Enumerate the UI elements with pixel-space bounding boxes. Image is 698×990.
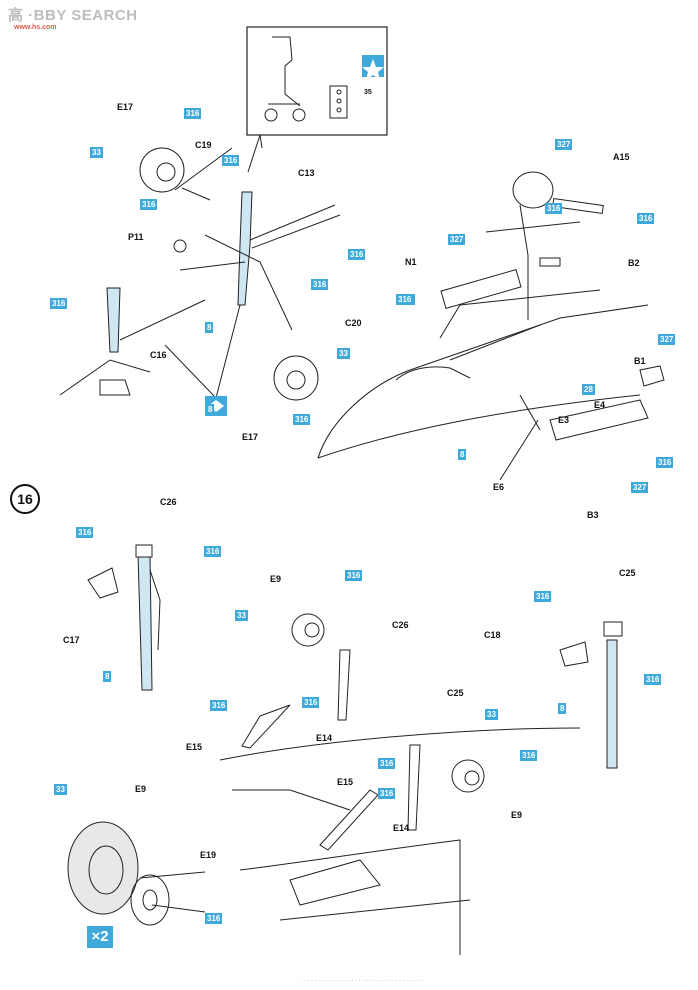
part-label: E15 [337, 777, 354, 787]
paint-code-badge: 8 [558, 703, 567, 714]
paint-code-badge: 316 [545, 203, 563, 214]
quantity-x2-badge: ×2 [87, 926, 113, 948]
paint-code-badge: 327 [631, 482, 649, 493]
part-label: C17 [63, 635, 80, 645]
part-label: B2 [628, 258, 640, 268]
part-label: C26 [392, 620, 409, 630]
watermark-url: www.hs.com [14, 24, 57, 31]
part-label: E15 [186, 742, 203, 752]
paint-code-badge: 316 [302, 697, 320, 708]
paint-code-badge: 316 [644, 674, 662, 685]
part-label: E9 [135, 784, 147, 794]
paint-code-badge: 316 [184, 108, 202, 119]
paint-code-badge: 33 [485, 709, 498, 720]
paint-code-badge: 316 [204, 546, 222, 557]
paint-code-badge: 316 [520, 750, 538, 761]
paint-code-badge: 316 [345, 570, 363, 581]
part-label: E14 [393, 823, 410, 833]
part-label: C26 [160, 497, 177, 507]
paint-code-badge: 316 [656, 457, 674, 468]
part-label: E9 [270, 574, 282, 584]
paint-code-badge: 8 [103, 671, 112, 682]
part-label: C13 [298, 168, 315, 178]
part-label: E6 [493, 482, 505, 492]
paint-code-badge: 316 [534, 591, 552, 602]
paint-code-badge: 28 [582, 384, 595, 395]
part-label: E17 [242, 432, 259, 442]
part-label: C25 [619, 568, 636, 578]
part-label: E17 [117, 102, 134, 112]
paint-code-badge: 316 [637, 213, 655, 224]
paint-code-badge: 316 [76, 527, 94, 538]
paint-code-badge: 316 [348, 249, 366, 260]
paint-code-badge: 8 [205, 322, 214, 333]
paint-code-badge: 33 [54, 784, 67, 795]
part-label: E14 [316, 733, 333, 743]
part-label: E19 [200, 850, 217, 860]
paint-code-badge: 316 [396, 294, 414, 305]
footer-text: · · · · · · · · · · · · · · · · · · · · … [300, 978, 423, 984]
part-label: A15 [613, 152, 630, 162]
paint-code-badge: 316 [140, 199, 158, 210]
paint-code-badge: 8 [206, 404, 215, 415]
paint-code-badge: 327 [555, 139, 573, 150]
paint-code-badge: 33 [337, 348, 350, 359]
part-label: E9 [511, 810, 523, 820]
paint-code-badge: 316 [311, 279, 329, 290]
step-number-16: 16 [10, 484, 40, 514]
part-label: E4 [594, 400, 606, 410]
paint-code-badge: 316 [50, 298, 68, 309]
paint-code-badge: 327 [448, 234, 466, 245]
paint-code-badge: 316 [378, 788, 396, 799]
watermark-logo: 高 ·BBY SEARCH [8, 7, 138, 24]
part-label: C18 [484, 630, 501, 640]
part-label: P11 [128, 232, 144, 242]
paint-code-badge: 8 [458, 449, 467, 460]
part-label: C19 [195, 140, 212, 150]
paint-code-badge: 327 [658, 334, 676, 345]
paint-code-badge: 316 [222, 155, 240, 166]
part-label: B3 [587, 510, 599, 520]
paint-code-badge: 316 [378, 758, 396, 769]
paint-code-badge: 33 [235, 610, 248, 621]
paint-code-badge: 316 [293, 414, 311, 425]
inset-note: 35 [364, 89, 372, 96]
paint-code-badge: 316 [210, 700, 228, 711]
part-label: C16 [150, 350, 167, 360]
paint-code-badge: 316 [205, 913, 223, 924]
paint-code-badge: 33 [90, 147, 103, 158]
part-label: N1 [405, 257, 417, 267]
part-label: E3 [558, 415, 570, 425]
part-label: C25 [447, 688, 464, 698]
part-label: C20 [345, 318, 362, 328]
part-label: B1 [634, 356, 646, 366]
